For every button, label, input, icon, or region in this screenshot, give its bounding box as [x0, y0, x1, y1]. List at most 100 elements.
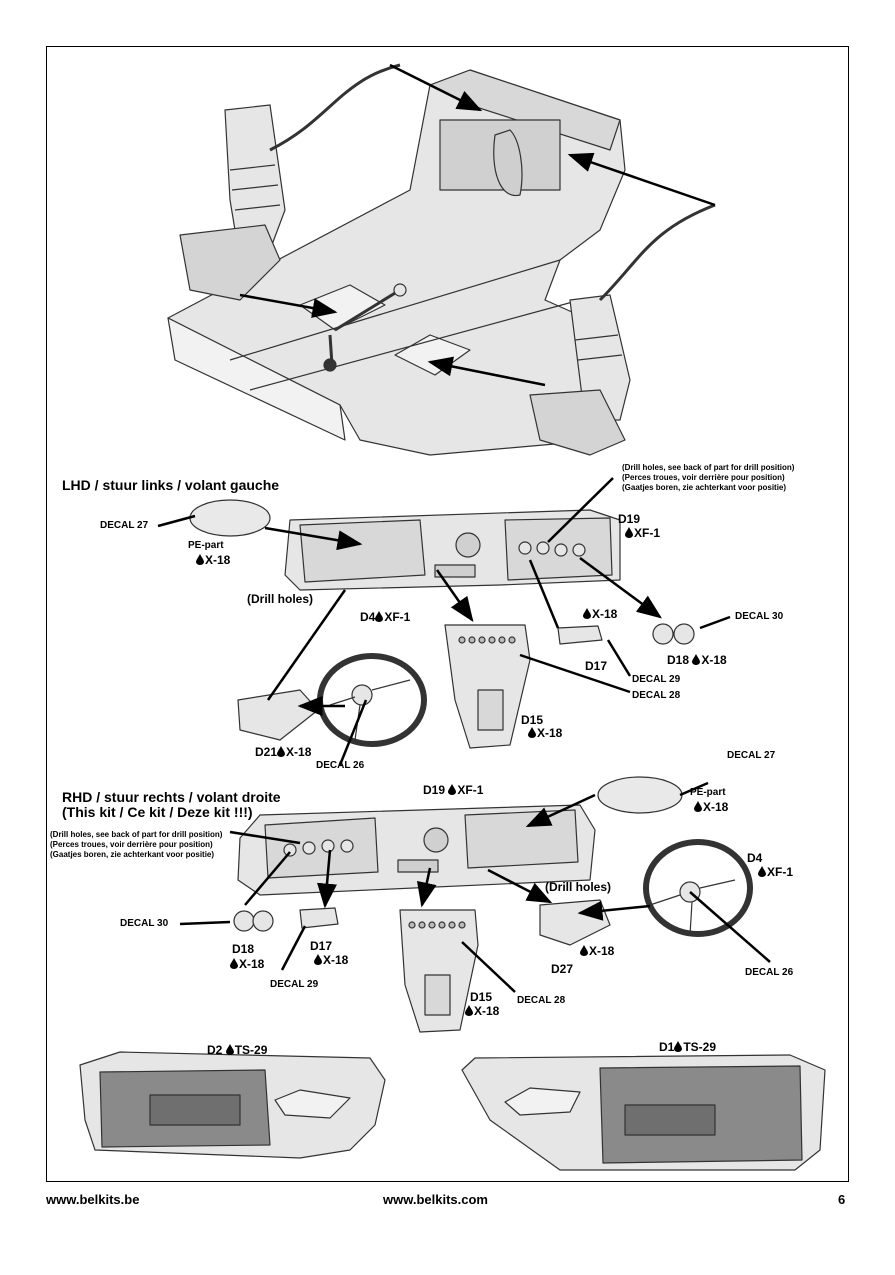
rhd-decal-30-label: DECAL 30: [120, 918, 169, 929]
lhd-d19-paint: XF-1: [625, 526, 661, 540]
rhd-d17-label: D17: [310, 939, 333, 953]
rhd-d27-paint: X-18: [580, 944, 614, 958]
paint-drop-icon: [580, 945, 588, 956]
paint-drop-icon: [225, 1044, 234, 1055]
lhd-decal-27-label: DECAL 27: [100, 520, 149, 531]
page-frame: [46, 46, 849, 1182]
door-d2-label: D2 TS-29: [207, 1043, 268, 1057]
page-number: 6: [838, 1192, 846, 1207]
paint-drop-icon: [375, 611, 384, 622]
paint-drop-icon: [196, 554, 204, 565]
paint-drop-icon: [528, 727, 536, 738]
lhd-d4-paint-code: XF-1: [384, 610, 411, 624]
lhd-d18-label: D18 X-18: [667, 653, 727, 667]
rhd-heading: RHD / stuur rechts / volant droite (This…: [62, 789, 281, 821]
paint-drop-icon: [314, 954, 322, 965]
rhd-d4-paint-code: XF-1: [767, 865, 794, 879]
paint-drop-icon: [448, 784, 457, 795]
lhd-d15-paint: X-18: [528, 726, 563, 740]
lhd-heading: LHD / stuur links / volant gauche: [62, 477, 280, 493]
rhd-centre-console-drawing: [399, 909, 479, 1033]
lhd-d4-label: D4 XF-1: [360, 610, 411, 624]
rhd-drill-holes-label: (Drill holes): [545, 880, 612, 894]
rhd-d18-label: D18: [232, 942, 255, 956]
right-seat-drawing: [529, 203, 716, 456]
rhd-drill-note-line: (Gaatjes boren, zie achterkant voor posi…: [50, 850, 215, 859]
paint-drop-icon: [230, 958, 238, 969]
lhd-d21-part: D21: [255, 745, 278, 759]
rhd-d15-paint-code: X-18: [474, 1004, 500, 1018]
rhd-d15-label: D15: [470, 990, 493, 1004]
lhd-d19-paint-code: XF-1: [634, 526, 661, 540]
paint-drop-icon: [465, 1005, 473, 1016]
lhd-drill-note-line: (Gaatjes boren, zie achterkant voor posi…: [622, 483, 787, 492]
rhd-steering-wheel-drawing: [643, 839, 753, 937]
lhd-pe-part-label: PE-part: [188, 540, 224, 551]
rhd-d18-paint: X-18: [230, 957, 265, 971]
rhd-decal-26-label: DECAL 26: [745, 967, 794, 978]
rhd-dashboard-drawing: [237, 776, 683, 896]
door-d1-part: D1: [659, 1040, 675, 1054]
footer-website-com[interactable]: www.belkits.com: [383, 1192, 488, 1207]
paint-drop-icon: [674, 1041, 683, 1052]
lhd-centre-console-drawing: [444, 624, 531, 749]
rhd-pe-paint: X-18: [694, 800, 729, 814]
lhd-d15-paint-code: X-18: [537, 726, 563, 740]
rhd-heading-line: (This kit / Ce kit / Deze kit !!!): [62, 804, 253, 821]
lhd-drill-holes-label: (Drill holes): [247, 592, 314, 606]
lhd-decal-28-label: DECAL 28: [632, 690, 681, 701]
rhd-d17-paint-code: X-18: [323, 953, 349, 967]
rhd-d27-label: D27: [551, 962, 574, 976]
lhd-drill-note-line: (Drill holes, see back of part for drill…: [622, 463, 795, 472]
rhd-decal-28-label: DECAL 28: [517, 995, 566, 1006]
door-d2-paint-code: TS-29: [234, 1043, 268, 1057]
rhd-decal-27-label: DECAL 27: [727, 750, 776, 761]
rhd-drill-note-line: (Perces troues, voir derrière pour posit…: [50, 840, 213, 849]
lhd-d17-label: D17: [585, 659, 608, 673]
lhd-steering-wheel-drawing: [317, 653, 427, 747]
paint-drop-icon: [583, 608, 591, 619]
rhd-d4-label: D4: [747, 851, 763, 865]
rhd-d17-paint: X-18: [314, 953, 349, 967]
rhd-decal-29-label: DECAL 29: [270, 979, 319, 990]
door-d1-paint-code: TS-29: [683, 1040, 717, 1054]
lhd-dashboard-drawing: [189, 499, 621, 591]
paint-drop-icon: [758, 866, 766, 877]
lhd-d18-paint-code: X-18: [701, 653, 727, 667]
lhd-d15-label: D15: [521, 713, 544, 727]
rhd-pe-paint-code: X-18: [703, 800, 729, 814]
door-panel-left-drawing: [79, 1051, 386, 1159]
rhd-d18-paint-code: X-18: [239, 957, 265, 971]
paint-drop-icon: [625, 527, 633, 538]
lhd-drill-note-line: (Perces troues, voir derrière pour posit…: [622, 473, 785, 482]
left-seat-drawing: [179, 63, 401, 301]
lhd-d19-label: D19: [618, 512, 641, 526]
rhd-drill-note: (Drill holes, see back of part for drill…: [50, 830, 222, 860]
door-d1-label: D1 TS-29: [659, 1040, 717, 1054]
lhd-d4-part: D4: [360, 610, 376, 624]
rhd-pe-part-label: PE-part: [690, 787, 726, 798]
lhd-decal-30-label: DECAL 30: [735, 611, 784, 622]
rhd-drill-note-line: (Drill holes, see back of part for drill…: [50, 830, 223, 839]
lhd-d21-paint-code: X-18: [286, 745, 312, 759]
lhd-pe-paint: X-18: [196, 553, 231, 567]
floor-pan-drawing: [167, 69, 626, 456]
rhd-d19-paint-code: XF-1: [457, 783, 484, 797]
lhd-decal-29-label: DECAL 29: [632, 674, 681, 685]
rhd-d19-label: D19 XF-1: [423, 783, 484, 797]
paint-drop-icon: [692, 654, 701, 665]
lhd-decal-26-label: DECAL 26: [316, 760, 365, 771]
rhd-heading-line: RHD / stuur rechts / volant droite: [62, 789, 281, 805]
rhd-d15-paint: X-18: [465, 1004, 500, 1018]
rhd-d4-paint: XF-1: [758, 865, 794, 879]
lhd-pe-paint-code: X-18: [205, 553, 231, 567]
lhd-d18-part: D18: [667, 653, 690, 667]
door-panel-right-drawing: [461, 1054, 826, 1171]
footer-website-be[interactable]: www.belkits.be: [46, 1192, 140, 1207]
door-d2-part: D2: [207, 1043, 223, 1057]
paint-drop-icon: [277, 746, 286, 757]
lhd-d17-paint: X-18: [583, 607, 617, 621]
lhd-d21-label: D21 X-18: [255, 745, 312, 759]
lhd-drill-note: (Drill holes, see back of part for drill…: [622, 463, 794, 493]
